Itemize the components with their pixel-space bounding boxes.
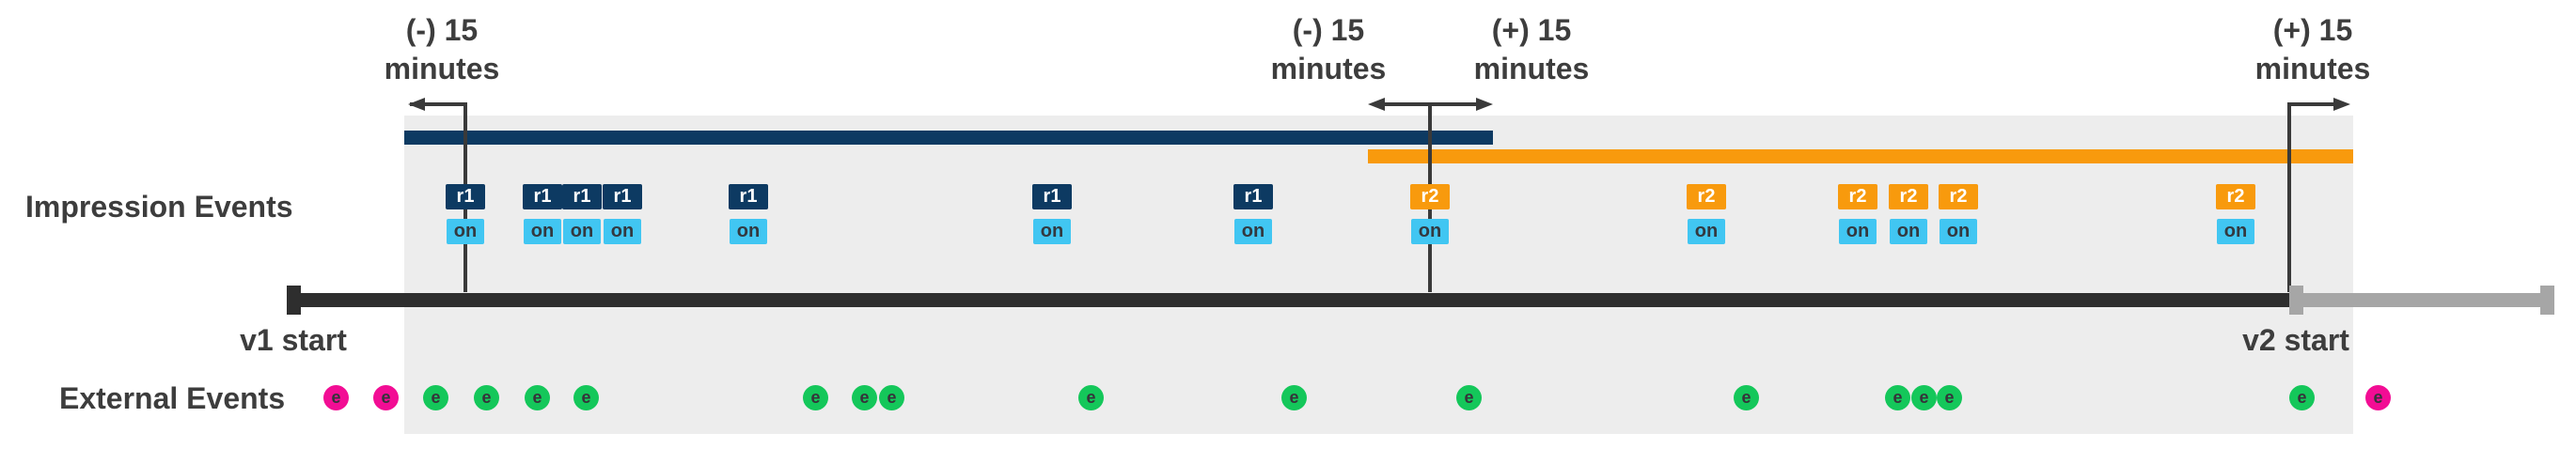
ruleset-badge-r2: r2 (1687, 184, 1726, 209)
experiment-window-panel (404, 116, 2353, 434)
ruleset-badge-r1: r1 (1032, 184, 1072, 209)
status-badge-on: on (1839, 219, 1877, 244)
v2-start-label: v2 start (2242, 323, 2349, 357)
external-event-dot-green: e (2289, 385, 2315, 410)
ruleset-badge-r1: r1 (1233, 184, 1273, 209)
annotation-minus15-middle: (-) 15 minutes (1197, 11, 1460, 88)
ruleset-badge-r2: r2 (1838, 184, 1877, 209)
external-events-row-label: External Events (59, 381, 286, 415)
v2-start-guide-line (2287, 102, 2291, 292)
annotation-plus15-right: (+) 15 minutes (2181, 11, 2444, 88)
external-event-dot-green: e (803, 385, 828, 410)
external-event-dot-green: e (1885, 385, 1910, 410)
status-badge-on: on (730, 219, 767, 244)
annotation-text: minutes (1270, 52, 1387, 85)
annotation-minus15-left: (-) 15 minutes (310, 11, 573, 88)
external-event-dot-green: e (1281, 385, 1307, 410)
external-event-dot-green: e (1078, 385, 1104, 410)
ruleset-badge-r1: r1 (562, 184, 602, 209)
status-badge-on: on (1940, 219, 1977, 244)
status-badge-on: on (447, 219, 484, 244)
arrow-shaft (2289, 102, 2339, 106)
status-badge-on: on (524, 219, 561, 244)
timeline-active-segment (291, 293, 2289, 307)
timeline-future-segment (2302, 293, 2540, 307)
ruleset-badge-r1: r1 (729, 184, 768, 209)
status-badge-on: on (563, 219, 601, 244)
annotation-plus15-middle: (+) 15 minutes (1400, 11, 1663, 88)
impression-events-row-label: Impression Events (25, 190, 293, 224)
status-badge-on: on (1688, 219, 1725, 244)
v1-start-label: v1 start (240, 323, 347, 357)
annotation-text: (+) 15 (1491, 13, 1572, 47)
ruleset-badge-r2: r2 (1889, 184, 1928, 209)
external-event-dot-green: e (474, 385, 499, 410)
r1-active-window-bar (404, 131, 1493, 145)
status-badge-on: on (604, 219, 641, 244)
status-badge-on: on (2217, 219, 2254, 244)
annotation-text: (-) 15 (1292, 13, 1365, 47)
external-event-dot-green: e (1734, 385, 1759, 410)
status-badge-on: on (1033, 219, 1071, 244)
ruleset-badge-r1: r1 (446, 184, 485, 209)
timeline-end-marker (2540, 286, 2554, 315)
arrowhead-right-icon (1476, 98, 1493, 111)
external-event-dot-green: e (1911, 385, 1937, 410)
annotation-text: (-) 15 (405, 13, 479, 47)
external-event-dot-green: e (525, 385, 550, 410)
timeline-v2-start-marker (2289, 286, 2303, 315)
ruleset-badge-r2: r2 (1939, 184, 1978, 209)
annotation-text: (+) 15 (2272, 13, 2353, 47)
annotation-text: minutes (2254, 52, 2371, 85)
external-event-dot-green: e (1456, 385, 1482, 410)
r2-active-window-bar (1368, 149, 2353, 163)
arrow-shaft (410, 102, 467, 106)
external-event-dot-green: e (573, 385, 599, 410)
annotation-text: minutes (384, 52, 500, 85)
external-event-dot-pink: e (2365, 385, 2391, 410)
status-badge-on: on (1411, 219, 1449, 244)
ruleset-badge-r2: r2 (1410, 184, 1450, 209)
external-event-dot-green: e (1937, 385, 1962, 410)
ruleset-badge-r2: r2 (2216, 184, 2255, 209)
external-event-dot-pink: e (373, 385, 399, 410)
arrowhead-left-icon (1368, 98, 1385, 111)
external-event-dot-green: e (879, 385, 904, 410)
ruleset-badge-r1: r1 (523, 184, 562, 209)
arrowhead-right-icon (2333, 98, 2350, 111)
external-event-dot-pink: e (323, 385, 349, 410)
status-badge-on: on (1890, 219, 1927, 244)
ruleset-badge-r1: r1 (603, 184, 642, 209)
external-event-dot-green: e (423, 385, 448, 410)
arrowhead-left-icon (408, 98, 425, 111)
external-event-dot-green: e (852, 385, 877, 410)
arrow-shaft (1379, 102, 1482, 106)
annotation-text: minutes (1473, 52, 1590, 85)
status-badge-on: on (1234, 219, 1272, 244)
